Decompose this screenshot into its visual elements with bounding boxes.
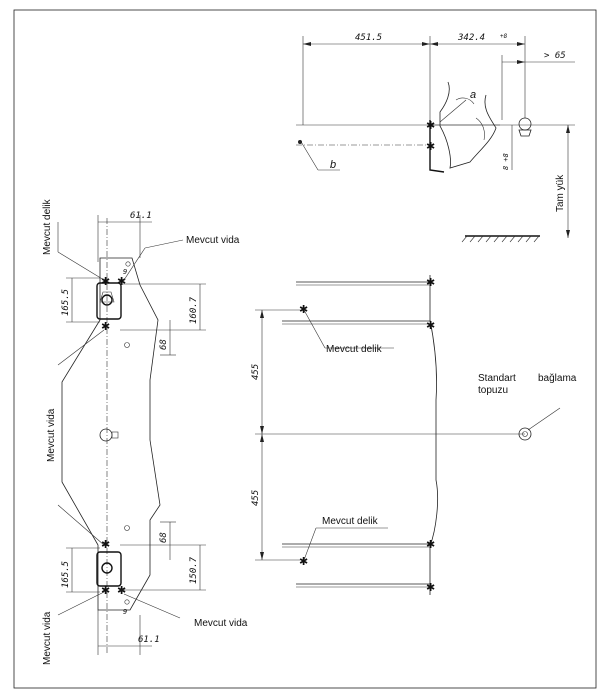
dim-165-5-top: 165.5 [61,289,71,316]
label-a: a [470,89,476,101]
center-boss [99,428,113,442]
front-view-bracket: ✱ ✱ ✱ ✱ ✱ ✱ 61.1 61.1 9 9 165.5 165.5 16… [42,198,248,665]
label-tam-yuk: Tam yük [555,174,566,212]
rear-view: ✱ ✱ ✱ ✱ ✱ ✱ 455 455 Mevcut delik Mevcut … [251,275,577,595]
upper-hook-housing [96,282,122,320]
bracket-side-profile [439,81,497,169]
dim-68-bottom: 68 [159,532,169,543]
rear-bumper-outline [429,275,438,595]
dim-9-top: 9 [123,268,127,276]
dim-61-1-top: 61.1 [130,211,152,221]
screw-mark-mid-upper: ✱ [101,321,110,333]
dim-455-upper: 455 [251,364,261,380]
dim-9-bottom: 9 [123,608,127,616]
dim-8: 8 +8 [502,153,510,170]
tow-ball-rear [518,427,532,441]
label-mevcut-vida-top: Mevcut vida [186,235,240,246]
label-b: b [330,159,336,171]
dim-451-5: 451.5 [355,33,382,43]
label-standart: Standart [478,373,516,384]
hole-mark-rear-upper: ✱ [299,304,308,316]
screw-mark-side-upper: ✱ [426,120,435,132]
screw-mark-bottom-left: ✱ [101,585,110,597]
label-mevcut-delik-left: Mevcut delik [42,198,53,255]
dim-165-5-bottom: 165.5 [61,561,71,588]
dim-gt-65: > 65 [544,51,566,61]
dim-150-7: 150.7 [189,556,199,584]
label-mevcut-vida-bottom-left: Mevcut vida [42,611,53,665]
screw-mark-bottom-right: ✱ [117,585,126,597]
side-view: 451.5 342.4 +8 > 65 ✱ ✱ a [296,33,575,243]
dim-61-1-bottom: 61.1 [138,635,160,645]
bracket-plate-outline [61,257,161,611]
dim-455-lower: 455 [251,490,261,506]
drawing-frame [13,9,597,689]
label-topuzu: topuzu [478,385,508,396]
dim-160-7: 160.7 [189,296,199,324]
screw-mark-side-lower: ✱ [426,141,435,153]
label-mevcut-delik-lower: Mevcut delik [322,516,379,527]
screw-mark-mid-lower: ✱ [101,539,110,551]
label-baglama: bağlama [538,373,577,384]
dim-342-4: 342.4 [457,33,485,43]
tow-ball-side [518,117,532,131]
screw-mark-rear-1: ✱ [426,277,435,289]
lower-hook-housing [96,551,122,587]
dim-342-4-tol: +8 [500,33,508,40]
label-mevcut-vida-bottom-right: Mevcut vida [194,618,248,629]
screw-mark-top-left: ✱ [101,276,110,288]
screw-mark-rear-4: ✱ [426,582,435,594]
label-mevcut-vida-side: Mevcut vida [46,408,57,462]
hole-mark-rear-lower: ✱ [299,556,308,568]
dim-68-top: 68 [159,339,169,350]
screw-mark-top-right: ✱ [117,276,126,288]
screw-mark-rear-2: ✱ [426,320,435,332]
label-mevcut-delik-upper: Mevcut delik [326,344,383,355]
screw-mark-rear-3: ✱ [426,539,435,551]
